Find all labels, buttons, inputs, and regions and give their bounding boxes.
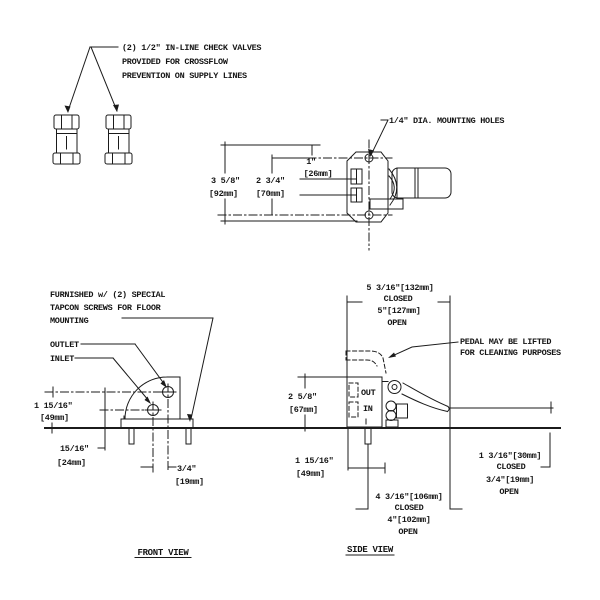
dim-port-spacing-in: 3/4" [177,464,196,474]
valve-cap-flats [61,114,73,130]
outlet-label: OUTLET [50,340,79,350]
valve-top-cap [105,114,132,130]
dim-overall-height-open-word: OPEN [387,318,406,328]
furnished-note-line2: TAPCON SCREWS FOR FLOOR [50,303,162,313]
valve-cartridge-upper [385,400,397,412]
tapcon-screw-side [364,427,372,445]
side-view-dimension-lines [297,295,554,510]
tapcon-screw-left [128,427,135,445]
side-body-outline [346,376,383,428]
dim-pedal-clearance-open-word: OPEN [499,487,518,497]
dim-inlet-height-mm: [24mm] [57,458,86,468]
leader-arrow [113,104,119,112]
front-view-leaders [74,317,214,420]
mounting-holes-label: 1/4" DIA. MOUNTING HOLES [389,116,504,126]
mounting-holes-leader [370,119,389,156]
cartridge-base [385,419,399,428]
dim-depth-in: 1 15/16" [295,456,334,466]
leader-arrow [144,396,151,404]
check-valves-group: (2) 1/2" IN-LINE CHECK VALVES PROVIDED F… [52,43,262,165]
check-valve-leader-lines [67,46,119,112]
valve-cap-flats [60,152,74,165]
top-view-body-outline [346,151,389,223]
side-view: 5 3/16"[132mm] CLOSED 5"[127mm] OPEN PED… [288,283,561,556]
out-label: OUT [361,388,376,398]
pedal-top-view-details [396,167,419,199]
check-valve-note-line1: (2) 1/2" IN-LINE CHECK VALVES [122,43,261,53]
valve-top-cap [53,114,80,130]
cartridge-fitting [396,403,408,419]
dim-overall-mm: [92mm] [209,189,238,199]
top-view: 1/4" DIA. MOUNTING HOLES 3 5/8" [92mm] 2… [209,116,505,251]
check-valve-2 [104,114,133,165]
mounting-hole-bottom [364,210,374,220]
dim-port-spacing-mm: [19mm] [175,477,204,487]
dim-body-height-mm: [67mm] [289,405,318,415]
lever-arm-top-view [369,198,404,210]
valve-bottom-cap [52,152,81,165]
dim-overall-height-closed-word: CLOSED [384,294,413,304]
pedal-blade [401,382,450,413]
valve-body-detail [56,133,78,150]
dim-pedal-reach-closed: 4 3/16"[106mm] [375,492,442,502]
valve-cap-flats [113,114,125,130]
check-valve-note-line3: PREVENTION ON SUPPLY LINES [122,71,247,81]
mounting-hole-top [364,153,374,163]
leader-arrow [388,352,396,358]
leader-arrow [64,105,71,113]
pedal-pivot-bolt [391,384,398,390]
pedal-note-leader [389,341,459,358]
valve-cartridge-lower [385,410,397,421]
dim-body-height-in: 2 5/8" [288,392,317,402]
hidden-port-out [348,382,359,398]
lever-crescent [388,168,398,206]
front-bracket-outline [120,376,194,428]
dim-pedal-clearance-closed: 1 3/16"[30mm] [479,451,541,461]
in-label: IN [363,404,373,414]
dim-inlet-height-in: 15/16" [60,444,89,454]
leader-arrow [160,380,167,388]
front-view-centerlines [44,383,169,473]
pedal-note-line1: PEDAL MAY BE LIFTED [460,337,551,347]
dim-holes-in: 2 3/4" [256,176,285,186]
inlet-label: INLET [50,354,74,364]
dim-offset-in: 1" [306,157,316,167]
dim-pedal-clearance-open: 3/4"[19mm] [486,475,534,485]
side-view-title: SIDE VIEW [347,545,394,555]
dim-outlet-height-mm: [49mm] [40,413,69,423]
dim-overall-height-open: 5"[127mm] [377,306,420,316]
hidden-port-in [348,401,359,418]
dim-outlet-height-in: 1 15/16" [34,401,73,411]
pedal-lifted-position [345,350,387,374]
pedal-pivot [387,380,402,394]
dim-overall-height-closed: 5 3/16"[132mm] [366,283,433,293]
dim-pedal-reach-open: 4"[102mm] [387,515,430,525]
top-view-dimension-lines [220,141,358,225]
pedal-note-line2: FOR CLEANING PURPOSES [460,348,561,358]
valve-body-detail [108,133,130,150]
furnished-note-line3: MOUNTING [50,316,89,326]
check-valve-1 [52,114,81,165]
dim-depth-mm: [49mm] [296,469,325,479]
pedal-top-view [391,167,452,199]
front-view-title: FRONT VIEW [137,548,189,558]
dim-holes-mm: [70mm] [256,189,285,199]
dim-overall-in: 3 5/8" [211,176,240,186]
valve-bottom-cap [104,152,133,165]
leader-arrow [368,149,374,157]
front-view-dimension-lines [51,386,177,468]
dim-offset-mm: [26mm] [304,169,333,179]
front-view: FURNISHED w/ (2) SPECIAL TAPCON SCREWS F… [34,290,214,558]
dim-pedal-clearance-closed-word: CLOSED [497,462,526,472]
dim-pedal-reach-open-word: OPEN [398,527,417,537]
valve-cap-flats [112,152,126,165]
furnished-note-line1: FURNISHED w/ (2) SPECIAL [50,290,165,300]
dim-pedal-reach-closed-word: CLOSED [395,503,424,513]
check-valve-note-line2: PROVIDED FOR CROSSFLOW [122,57,229,67]
tapcon-screw-right [185,427,192,445]
